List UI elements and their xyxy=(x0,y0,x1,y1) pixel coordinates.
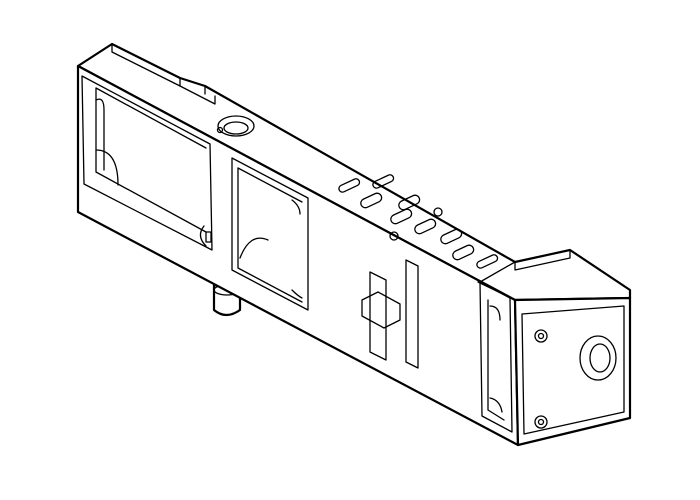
front-slots xyxy=(361,259,419,369)
end-face-details xyxy=(521,305,625,435)
top-port xyxy=(216,115,255,137)
top-slots xyxy=(338,174,499,269)
left-cavity xyxy=(81,75,213,251)
right-cavity xyxy=(479,281,513,433)
center-cavity xyxy=(231,157,309,311)
